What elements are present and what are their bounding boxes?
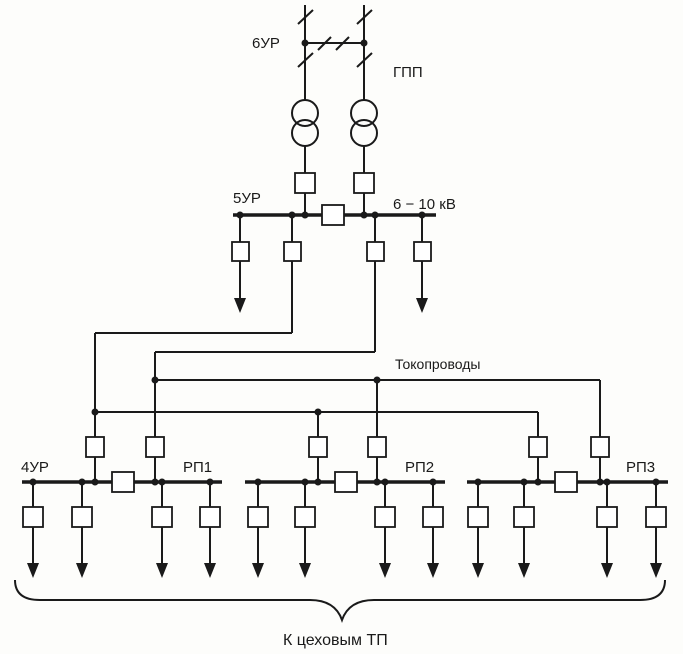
slash-mark	[335, 36, 350, 51]
switch-box	[353, 172, 375, 194]
switch-box	[590, 436, 610, 458]
load-arrow	[252, 563, 264, 578]
switch-box	[22, 506, 44, 528]
transformer-winding	[350, 119, 378, 147]
load-arrow	[601, 563, 613, 578]
slash-mark	[297, 9, 314, 25]
bus-coupler-box	[334, 471, 358, 493]
load-arrow	[650, 563, 662, 578]
switch-box	[294, 506, 316, 528]
junction-dot	[360, 39, 368, 47]
switch-box	[366, 241, 385, 262]
junction-dot	[301, 211, 309, 219]
switch-box	[71, 506, 93, 528]
switch-box	[231, 241, 250, 262]
load-arrow	[27, 563, 39, 578]
switch-box	[596, 506, 618, 528]
switch-box	[374, 506, 396, 528]
switch-box	[645, 506, 667, 528]
label-gpp: ГПП	[393, 64, 423, 81]
slash-mark	[297, 52, 314, 68]
label-rp2: РП2	[405, 459, 434, 476]
switch-box	[413, 241, 432, 262]
load-arrow	[427, 563, 439, 578]
load-arrow	[76, 563, 88, 578]
grouping-brace	[14, 579, 666, 624]
junction-dot	[151, 376, 159, 384]
slash-mark	[317, 36, 332, 51]
bus-coupler-box	[554, 471, 578, 493]
switch-box	[367, 436, 387, 458]
switch-box	[294, 172, 316, 194]
label-rp3: РП3	[626, 459, 655, 476]
switch-box	[247, 506, 269, 528]
switch-box	[308, 436, 328, 458]
load-arrow	[299, 563, 311, 578]
switch-box	[467, 506, 489, 528]
transformer-winding	[291, 119, 319, 147]
label-voltage: 6 − 10 кВ	[393, 196, 456, 213]
switch-box	[199, 506, 221, 528]
load-arrow	[234, 298, 246, 313]
switch-box	[528, 436, 548, 458]
transformer-winding	[291, 99, 319, 127]
label-4ur: 4УР	[21, 459, 49, 476]
label-busducts: Токопроводы	[395, 356, 480, 372]
switch-box	[145, 436, 165, 458]
switch-box	[422, 506, 444, 528]
load-arrow	[416, 298, 428, 313]
load-arrow	[518, 563, 530, 578]
slash-mark	[356, 9, 373, 25]
label-5ur: 5УР	[233, 190, 261, 207]
rp-feeders	[22, 482, 667, 578]
switch-box	[85, 436, 105, 458]
load-arrow	[156, 563, 168, 578]
transformer-winding	[350, 99, 378, 127]
load-arrow	[472, 563, 484, 578]
label-rp1: РП1	[183, 459, 212, 476]
label-6ur: 6УР	[252, 35, 280, 52]
slash-mark	[356, 52, 373, 68]
switch-box	[283, 241, 302, 262]
bus-coupler-box	[321, 204, 345, 226]
load-arrow	[379, 563, 391, 578]
switch-box	[151, 506, 173, 528]
junction-dot	[360, 211, 368, 219]
junction-dot	[301, 39, 309, 47]
label-to-shop-tp: К цеховым ТП	[283, 632, 388, 649]
junction-dot	[91, 408, 99, 416]
switch-box	[513, 506, 535, 528]
bus-coupler-box	[111, 471, 135, 493]
load-arrow	[204, 563, 216, 578]
